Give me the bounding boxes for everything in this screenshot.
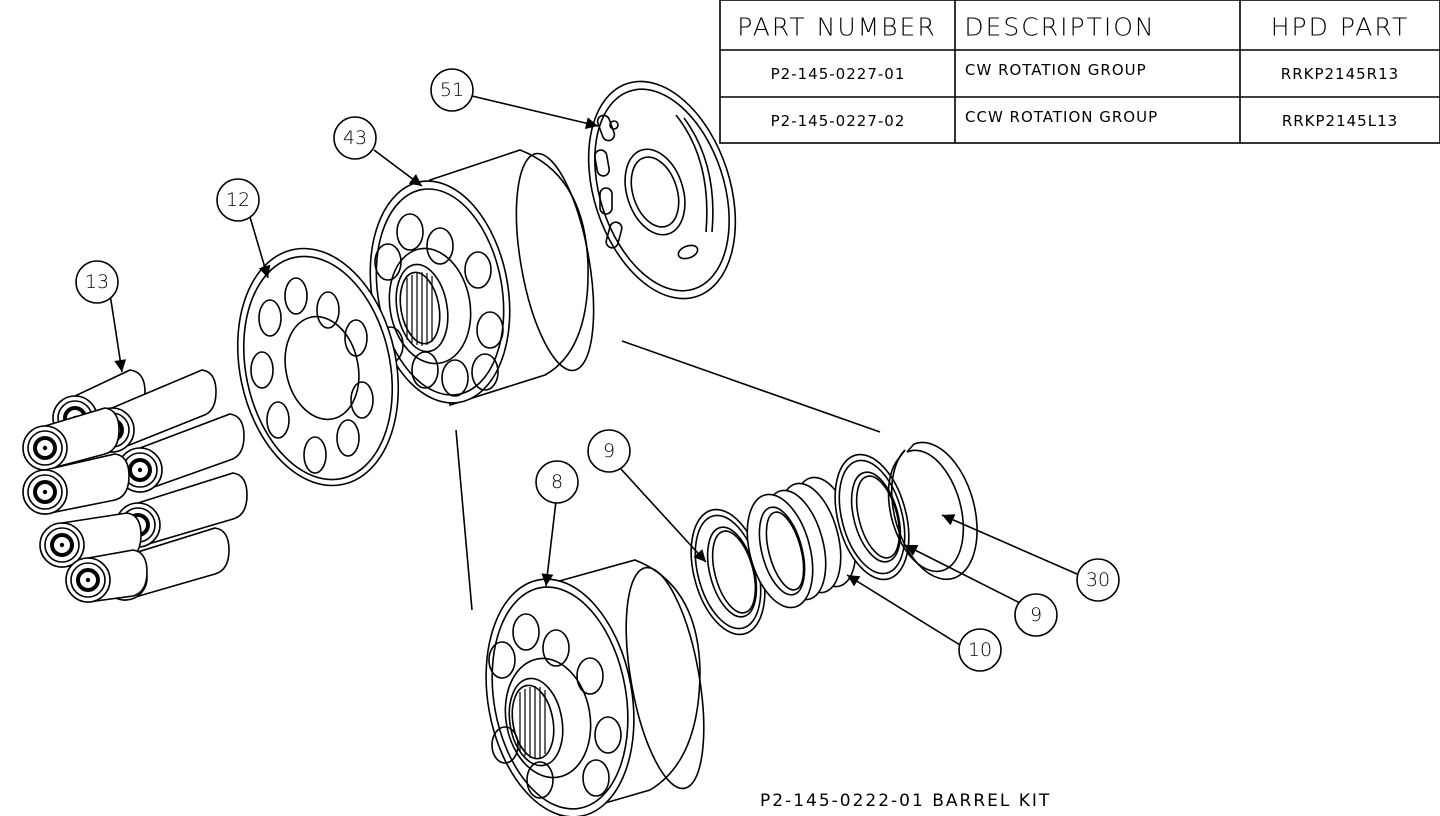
- callout-51-label: 51: [440, 79, 464, 101]
- callout-9-left-label: 9: [603, 440, 615, 462]
- callout-8: 8: [535, 460, 579, 504]
- callout-51: 51: [430, 68, 474, 112]
- table-cell-part-number-1: P2-145-0227-01: [771, 65, 906, 83]
- spring-part: [746, 476, 857, 609]
- assembly-guide-lines: [455, 340, 881, 611]
- callout-8-label: 8: [551, 471, 563, 493]
- table-header-part-number: PART NUMBER: [737, 13, 936, 42]
- table-cell-description-2: CCW ROTATION GROUP: [965, 108, 1158, 126]
- piston-set-part: [22, 369, 248, 603]
- barrel-part-bottom: [485, 559, 705, 816]
- callout-30-label: 30: [1086, 569, 1110, 591]
- callout-13-label: 13: [85, 271, 109, 293]
- callout-10: 10: [958, 628, 1002, 672]
- table-header-hpd-part: HPD PART: [1271, 13, 1409, 42]
- callout-9-right: 9: [1014, 593, 1058, 637]
- callout-9-left: 9: [587, 429, 631, 473]
- callout-10-label: 10: [968, 639, 992, 661]
- callout-43: 43: [333, 116, 377, 160]
- washer-part-right: [834, 453, 910, 581]
- table-cell-hpd-part-1: RRKP2145R13: [1281, 65, 1399, 83]
- table-cell-hpd-part-2: RRKP2145L13: [1282, 112, 1398, 130]
- valve-plate-part: [587, 80, 737, 300]
- table-cell-part-number-2: P2-145-0227-02: [771, 112, 906, 130]
- piston: [22, 407, 120, 472]
- retainer-plate-part: [236, 247, 400, 487]
- piston: [22, 453, 130, 515]
- table-cell-description-1: CW ROTATION GROUP: [965, 61, 1147, 79]
- callout-30: 30: [1076, 558, 1120, 602]
- barrel-kit-label: P2-145-0222-01 BARREL KIT: [760, 791, 1051, 811]
- piston: [65, 549, 148, 603]
- callout-12: 12: [216, 178, 260, 222]
- callout-12-label: 12: [226, 189, 250, 211]
- barrel-part-top: [369, 149, 595, 407]
- callout-13: 13: [75, 260, 119, 304]
- callout-9-right-label: 9: [1030, 604, 1042, 626]
- table-header-description: DESCRIPTION: [964, 13, 1155, 42]
- callout-43-label: 43: [343, 127, 367, 149]
- callout-leaders: [109, 95, 1078, 646]
- parts-table: PART NUMBER DESCRIPTION HPD PART P2-145-…: [719, 0, 1440, 144]
